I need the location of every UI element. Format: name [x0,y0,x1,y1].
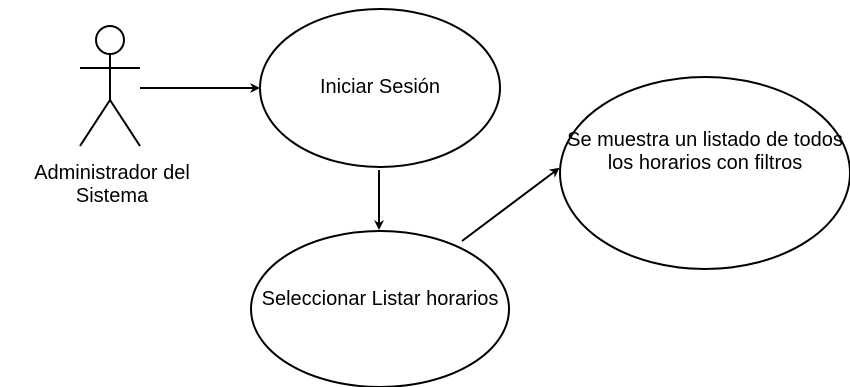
actor-right-leg [109,99,141,147]
use-case-login-label: Iniciar Sesión [319,76,441,98]
arrow-list-to-result [461,167,560,242]
actor-left-leg [79,99,111,147]
use-case-list-select-label: Seleccionar Listar horarios [261,288,499,310]
use-case-login [259,8,501,168]
actor-figure [79,25,141,147]
actor-label: Administrador del Sistema [34,162,190,207]
use-case-result-label: Se muestra un listado de todos los horar… [567,129,843,174]
use-case-list-select [250,230,510,387]
use-case-result [559,76,850,270]
actor-head [95,25,125,55]
